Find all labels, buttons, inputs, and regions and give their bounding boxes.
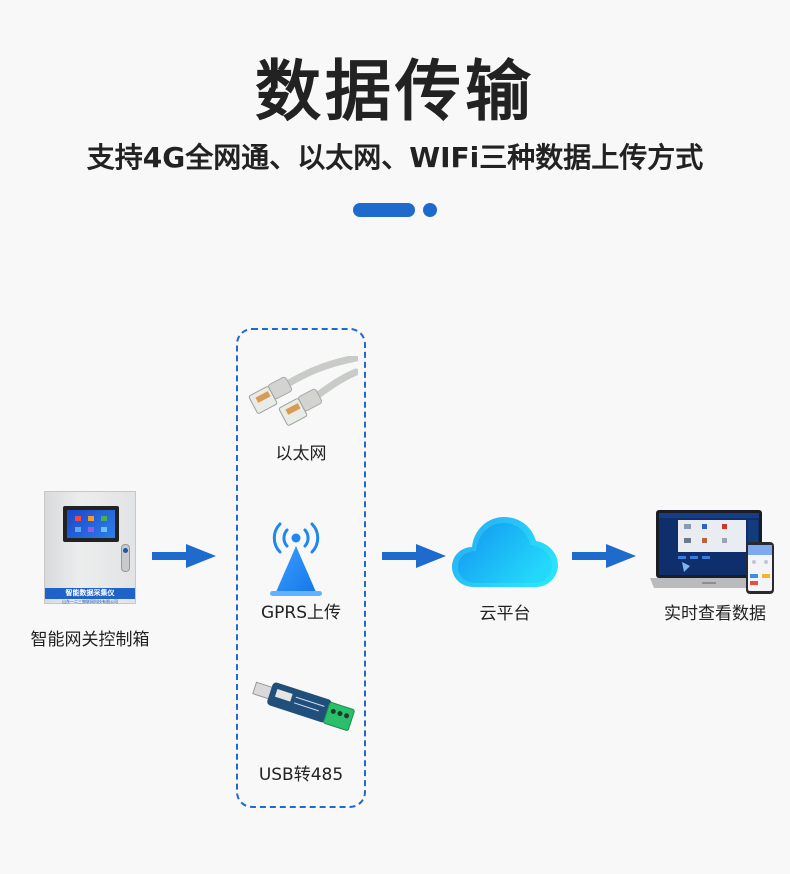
decorative-pill [353, 203, 415, 217]
signal-tower-icon [270, 522, 322, 596]
app-tile [75, 527, 81, 532]
cabinet-screen [63, 506, 119, 542]
page-title: 数据传输 [255, 53, 535, 130]
page-subtitle: 支持4G全网通、以太网、WIFi三种数据上传方式 [86, 141, 704, 174]
app-tile [88, 527, 94, 532]
method-label-usb485: USB转485 [258, 765, 344, 785]
ethernet-cable-icon [248, 356, 358, 426]
cabinet-display [67, 510, 115, 538]
app-tile [101, 527, 107, 532]
method-label-gprs: GPRS上传 [260, 603, 342, 623]
cabinet-lock [121, 544, 130, 572]
method-label-ethernet: 以太网 [275, 444, 327, 464]
cabinet-band-text: 智能数据采集仪 [45, 588, 135, 599]
app-tile [88, 516, 94, 521]
arrow-right-icon [572, 544, 636, 568]
cloud-icon [452, 517, 558, 587]
source-label: 智能网关控制箱 [30, 630, 150, 650]
app-tile [101, 516, 107, 521]
cabinet-company-text: 山东一二三物联网科技有限公司 [62, 599, 118, 604]
usb-485-converter-icon [252, 681, 355, 731]
arrow-right-icon [152, 544, 216, 568]
app-tile [75, 516, 81, 521]
transmission-methods-group [236, 328, 366, 808]
cloud-label: 云平台 [479, 604, 531, 624]
control-cabinet-icon: 智能数据采集仪 山东一二三物联网科技有限公司 [44, 491, 136, 604]
decorative-dot [423, 203, 437, 217]
destination-label: 实时查看数据 [664, 604, 766, 624]
arrow-right-icon [382, 544, 446, 568]
laptop-phone-icon [650, 510, 774, 594]
